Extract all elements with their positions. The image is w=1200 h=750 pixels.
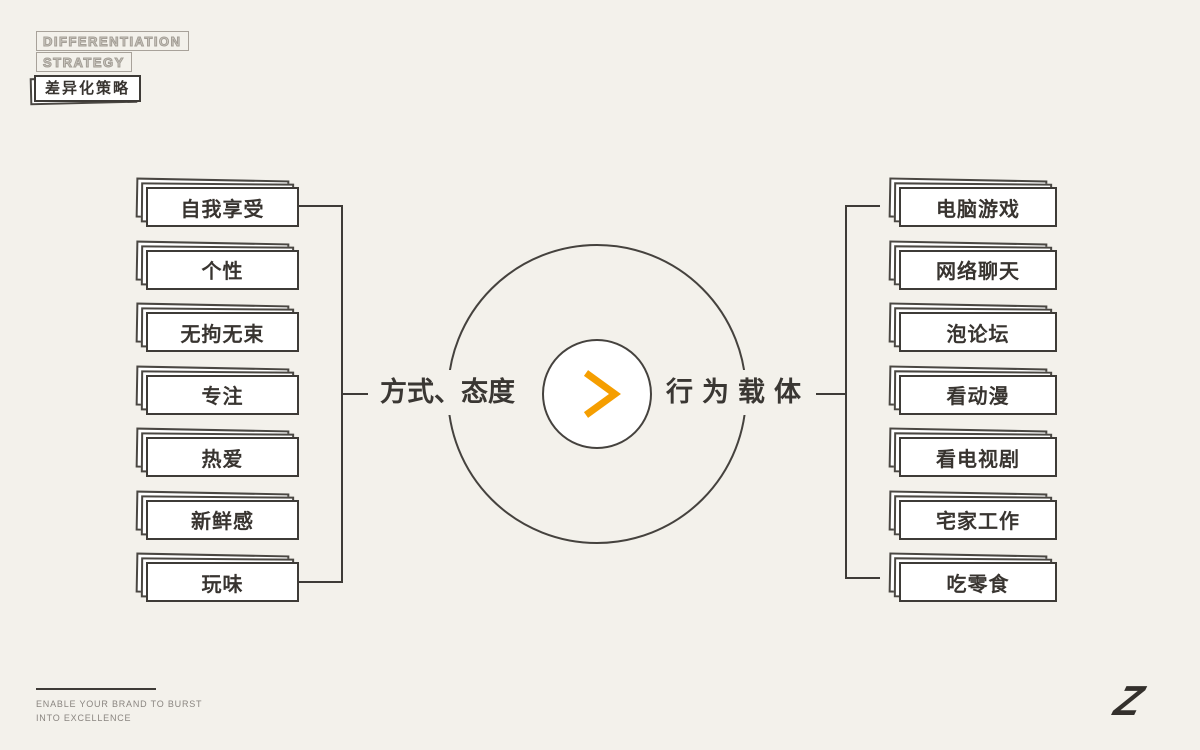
behavior-item-label: 吃零食 [946, 573, 1010, 596]
attitude-item: 专注 [146, 374, 299, 415]
attitude-item-label: 新鲜感 [191, 511, 254, 533]
behavior-item-label: 泡论坛 [946, 323, 1010, 346]
header-title-line1: DIFFERENTIATION [36, 31, 189, 51]
header-subtitle: 差异化策略 [34, 75, 142, 102]
attitude-group-label: 方式、态度 [368, 370, 527, 415]
footer-tagline-line2: INTO EXCELLENCE [36, 712, 132, 723]
left-bracket-stub-line [341, 393, 371, 395]
attitude-item-label: 专注 [201, 386, 244, 408]
behavior-item: 网络聊天 [899, 249, 1057, 290]
right-bracket-vertical-line [845, 205, 847, 579]
behavior-item-label: 宅家工作 [936, 511, 1020, 533]
behavior-item-label: 网络聊天 [936, 261, 1020, 283]
footer-tagline: ENABLE YOUR BRAND TO BURST INTO EXCELLEN… [36, 698, 202, 725]
header: DIFFERENTIATION STRATEGY 差异化策略 [34, 31, 189, 102]
attitude-column: 自我享受 个性 无拘无束 专注 热爱 新鲜感 玩味 [146, 187, 299, 602]
right-bracket-bottom-line [845, 577, 880, 579]
behavior-item: 看动漫 [899, 374, 1057, 415]
behavior-item: 吃零食 [899, 562, 1057, 602]
attitude-item-label: 个性 [201, 261, 244, 283]
attitude-item: 自我享受 [146, 187, 299, 227]
behavior-item: 宅家工作 [899, 499, 1057, 540]
brand-logo: Z [1109, 677, 1149, 724]
attitude-item: 玩味 [146, 562, 299, 602]
footer-rule [36, 688, 156, 690]
attitude-item-label: 无拘无束 [180, 323, 265, 346]
header-title-line2: STRATEGY [36, 52, 132, 72]
greater-than-chevron-icon [583, 370, 621, 418]
attitude-item: 无拘无束 [146, 312, 299, 352]
attitude-item-label: 热爱 [201, 448, 244, 471]
left-bracket-top-line [299, 205, 343, 207]
attitude-item: 个性 [146, 249, 299, 290]
right-bracket-top-line [845, 205, 880, 207]
left-bracket-bottom-line [299, 581, 343, 583]
behavior-item: 泡论坛 [899, 312, 1057, 352]
behavior-group-label: 行为载体 [654, 370, 812, 415]
behavior-item: 看电视剧 [899, 437, 1057, 477]
behavior-item-label: 电脑游戏 [936, 198, 1020, 221]
behavior-item: 电脑游戏 [899, 187, 1057, 227]
footer-tagline-line1: ENABLE YOUR BRAND TO BURST [36, 699, 203, 709]
behavior-item-label: 看动漫 [946, 386, 1010, 408]
attitude-item: 新鲜感 [146, 499, 299, 540]
behavior-column: 电脑游戏 网络聊天 泡论坛 看动漫 看电视剧 宅家工作 吃零食 [899, 187, 1057, 602]
behavior-item-label: 看电视剧 [936, 448, 1020, 471]
attitude-item-label: 玩味 [201, 573, 244, 596]
right-bracket-stub-line [816, 393, 847, 395]
attitude-item-label: 自我享受 [180, 198, 265, 221]
center-circle [542, 339, 652, 449]
attitude-item: 热爱 [146, 437, 299, 477]
